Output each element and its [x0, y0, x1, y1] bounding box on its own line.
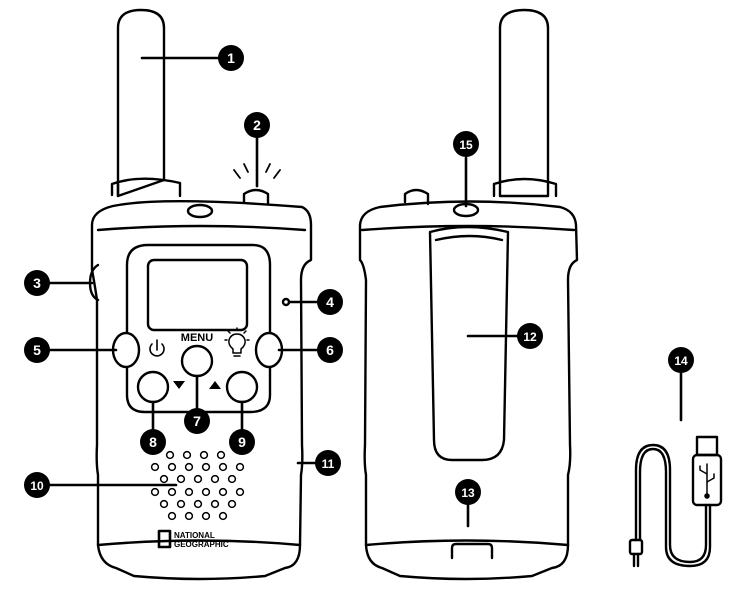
back-view: [358, 8, 579, 581]
callout-3: 3: [24, 270, 50, 296]
front-antenna: [116, 8, 166, 198]
callout-13: 13: [455, 479, 481, 505]
control-panel: [125, 243, 272, 414]
down-button: [136, 370, 170, 404]
svg-text:8: 8: [149, 434, 157, 450]
callout-2: 2: [244, 112, 270, 138]
svg-text:9: 9: [238, 434, 246, 450]
belt-clip: [428, 225, 510, 462]
front-antenna-collar: [110, 177, 182, 198]
light-rays: [233, 163, 281, 179]
belt-clip-top: [434, 234, 504, 242]
back-antenna-collar: [492, 177, 558, 198]
callout-5: 5: [24, 337, 50, 363]
power-icon: [149, 339, 165, 357]
back-antenna: [498, 8, 550, 198]
back-body: [358, 200, 579, 581]
usb-a-plug-head: [695, 435, 719, 457]
callout-9: 9: [229, 429, 255, 455]
brand-line2: GEOGRAPHIC: [174, 540, 229, 549]
usb-cable: [628, 435, 723, 568]
arrow-down-icon: [173, 381, 185, 389]
callout-1: 1: [218, 45, 244, 71]
lcd-display: [146, 258, 249, 332]
svg-text:2: 2: [253, 117, 261, 133]
svg-text:3: 3: [33, 275, 41, 291]
svg-text:12: 12: [523, 330, 537, 344]
callout-badges: 1 2 3 4 5 6 7 8: [24, 45, 694, 505]
callout-12: 12: [517, 323, 543, 349]
svg-text:1: 1: [227, 50, 235, 66]
callout-14: 14: [668, 347, 694, 373]
menu-button: [180, 344, 214, 378]
back-bottom-ridge: [364, 539, 570, 547]
svg-text:13: 13: [461, 486, 475, 500]
front-flashlight-stub: [242, 188, 270, 206]
menu-label: MENU: [181, 332, 213, 344]
speaker-grille: [150, 450, 245, 521]
up-button: [225, 370, 259, 404]
svg-text:7: 7: [193, 413, 201, 429]
callout-4: 4: [317, 289, 343, 315]
cable-wire-inner: [638, 447, 712, 568]
back-flashlight-stub: [403, 188, 430, 206]
front-view: MENU NATIONAL GEOGRAPHIC: [88, 8, 313, 581]
svg-text:10: 10: [30, 479, 44, 493]
callout-11: 11: [315, 450, 341, 476]
micro-usb-plug: [628, 538, 644, 556]
svg-text:11: 11: [322, 457, 335, 471]
svg-text:6: 6: [326, 342, 334, 358]
arrow-up-icon: [209, 381, 221, 389]
svg-text:15: 15: [459, 138, 473, 152]
brand-logo-frame: [157, 529, 172, 549]
flashlight-icon: [224, 327, 250, 357]
callout-10: 10: [24, 472, 50, 498]
svg-text:4: 4: [326, 294, 334, 310]
svg-text:5: 5: [33, 342, 41, 358]
callout-8: 8: [140, 429, 166, 455]
cable-wire: [634, 443, 708, 564]
callout-15: 15: [453, 131, 479, 157]
top-jack: [186, 203, 214, 219]
usb-symbol-icon: [699, 463, 715, 499]
battery-latch: [450, 542, 494, 560]
front-body: [90, 200, 313, 581]
callout-7: 7: [184, 408, 210, 434]
callout-6: 6: [317, 337, 343, 363]
brand-line1: NATIONAL: [174, 531, 215, 540]
svg-text:14: 14: [674, 354, 688, 368]
leader-lines: [48, 56, 683, 528]
front-bottom-ridge: [96, 539, 302, 547]
front-top-ridge: [96, 224, 307, 232]
